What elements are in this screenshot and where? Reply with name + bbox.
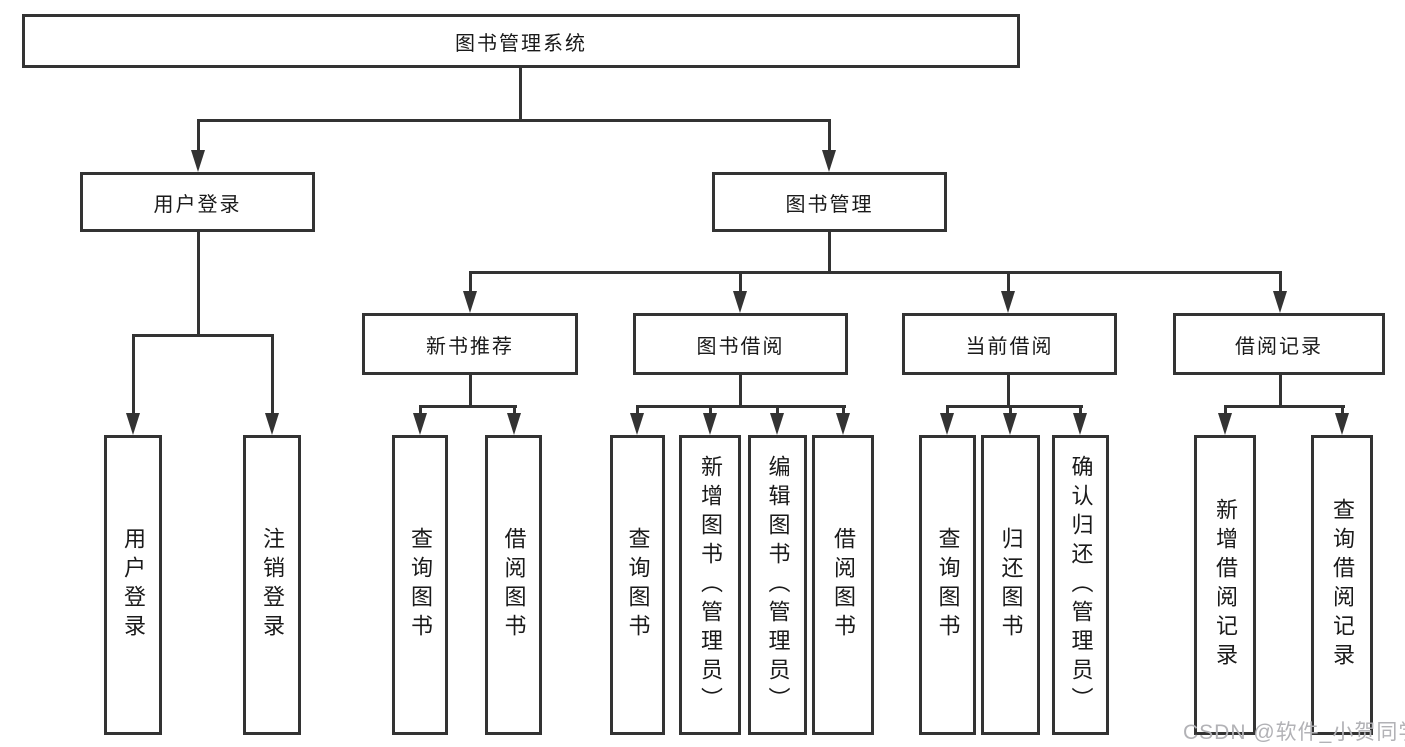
node-book-management: 图书管理	[712, 172, 947, 232]
leaf-borrow-books-recommend: 借阅图书	[485, 435, 542, 735]
csdn-watermark: CSDN @软件_小贺同学	[1183, 721, 1405, 744]
leaf-label: 新增借阅记录	[1213, 498, 1238, 672]
connector-line	[636, 405, 846, 408]
connector-line	[709, 405, 712, 417]
leaf-confirm-return-admin: 确认归还（管理员）	[1052, 435, 1109, 735]
connector-line	[271, 334, 274, 415]
arrow-down-icon	[770, 413, 784, 435]
connector-line	[469, 375, 472, 408]
arrow-down-icon	[1218, 413, 1232, 435]
arrow-down-icon	[836, 413, 850, 435]
connector-line	[513, 405, 516, 417]
leaf-label: 归还图书	[998, 527, 1024, 643]
leaf-return-book: 归还图书	[981, 435, 1040, 735]
connector-line	[828, 119, 831, 152]
leaf-label: 查询图书	[625, 527, 651, 643]
connector-line	[636, 405, 639, 417]
node-new-book-recommend-label: 新书推荐	[426, 335, 514, 358]
connector-line	[197, 119, 831, 122]
arrow-down-icon	[507, 413, 521, 435]
connector-line	[1224, 405, 1345, 408]
arrow-down-icon	[191, 150, 205, 172]
leaf-query-borrow-record: 查询借阅记录	[1311, 435, 1373, 735]
connector-line	[1007, 375, 1010, 408]
connector-line	[519, 68, 522, 120]
node-current-borrow: 当前借阅	[902, 313, 1117, 375]
connector-line	[776, 405, 779, 417]
leaf-query-books-borrow: 查询图书	[610, 435, 665, 735]
connector-line	[1224, 405, 1227, 417]
node-user-login-label: 用户登录	[153, 193, 242, 216]
arrow-down-icon	[1001, 291, 1015, 313]
arrow-down-icon	[463, 291, 477, 313]
leaf-label: 编辑图书（管理员）	[765, 454, 791, 716]
leaf-label: 借阅图书	[831, 527, 856, 643]
connector-line	[1279, 375, 1282, 408]
arrow-down-icon	[630, 413, 644, 435]
leaf-label: 查询借阅记录	[1330, 498, 1355, 672]
node-new-book-recommend: 新书推荐	[362, 313, 578, 375]
leaf-user-login: 用户登录	[104, 435, 162, 735]
connector-line	[419, 405, 422, 417]
arrow-down-icon	[126, 413, 140, 435]
arrow-down-icon	[822, 150, 836, 172]
arrow-down-icon	[940, 413, 954, 435]
leaf-add-borrow-record: 新增借阅记录	[1194, 435, 1256, 735]
arrow-down-icon	[733, 291, 747, 313]
leaf-query-books-recommend: 查询图书	[392, 435, 448, 735]
arrow-down-icon	[265, 413, 279, 435]
connector-line	[1341, 405, 1344, 417]
node-user-login: 用户登录	[80, 172, 315, 232]
connector-line	[946, 405, 1083, 408]
node-current-borrow-label: 当前借阅	[965, 335, 1054, 358]
arrow-down-icon	[1273, 291, 1287, 313]
connector-line	[1007, 271, 1010, 293]
connector-line	[1009, 405, 1012, 417]
connector-line	[419, 405, 517, 408]
connector-line	[1279, 271, 1282, 293]
node-borrow-records-label: 借阅记录	[1235, 335, 1323, 358]
leaf-label: 查询图书	[935, 527, 961, 643]
leaf-borrow-books: 借阅图书	[812, 435, 874, 735]
connector-line	[946, 405, 949, 417]
connector-line	[132, 334, 274, 337]
node-root: 图书管理系统	[22, 14, 1020, 68]
leaf-edit-book-admin: 编辑图书（管理员）	[748, 435, 807, 735]
connector-line	[828, 232, 831, 274]
connector-line	[739, 271, 742, 293]
connector-line	[1079, 405, 1082, 417]
arrow-down-icon	[1335, 413, 1349, 435]
connector-line	[469, 271, 1282, 274]
leaf-label: 注销登录	[260, 527, 285, 643]
connector-line	[739, 375, 742, 408]
leaf-label: 用户登录	[121, 527, 146, 643]
connector-line	[197, 119, 200, 152]
connector-line	[842, 405, 845, 417]
leaf-label: 查询图书	[408, 527, 433, 643]
leaf-label: 新增图书（管理员）	[698, 454, 723, 716]
node-borrow-records: 借阅记录	[1173, 313, 1385, 375]
arrow-down-icon	[1073, 413, 1087, 435]
connector-line	[469, 271, 472, 293]
leaf-add-book-admin: 新增图书（管理员）	[679, 435, 741, 735]
leaf-query-books-current: 查询图书	[919, 435, 976, 735]
leaf-label: 借阅图书	[501, 527, 527, 643]
node-root-label: 图书管理系统	[455, 32, 587, 55]
connector-line	[197, 232, 200, 336]
leaf-logout: 注销登录	[243, 435, 301, 735]
node-book-borrow-label: 图书借阅	[696, 335, 785, 358]
arrow-down-icon	[703, 413, 717, 435]
node-book-management-label: 图书管理	[785, 193, 874, 216]
connector-line	[132, 334, 135, 415]
leaf-label: 确认归还（管理员）	[1068, 454, 1094, 716]
node-book-borrow: 图书借阅	[633, 313, 848, 375]
arrow-down-icon	[413, 413, 427, 435]
arrow-down-icon	[1003, 413, 1017, 435]
